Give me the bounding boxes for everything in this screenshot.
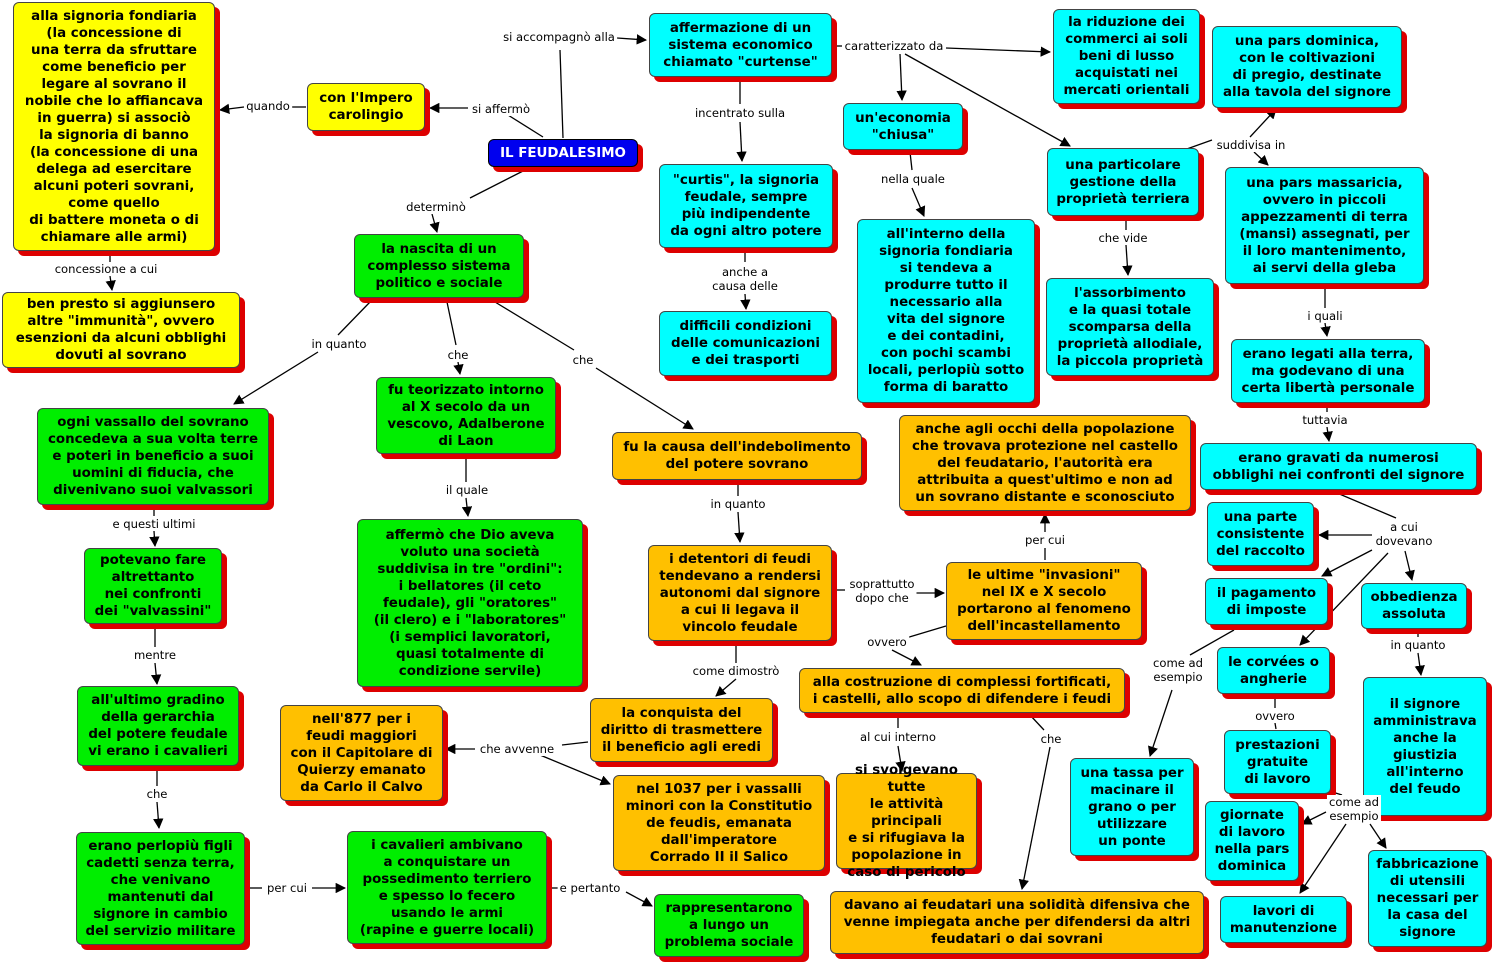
node-utensili: fabbricazione di utensili necessari per …: [1368, 850, 1487, 947]
link-label-caratterizzato: caratterizzato da: [842, 39, 946, 53]
link-label-che-cadetti: che: [144, 787, 170, 801]
node-popolazione: anche agli occhi della popolazione che t…: [899, 415, 1191, 511]
link-label-che-solidita: che: [1038, 732, 1064, 746]
node-imposte: il pagamento di imposte: [1205, 578, 1328, 625]
node-tassa: una tassa per macinare il grano o per ut…: [1070, 758, 1194, 856]
node-vassallo: ogni vassallo del sovrano concedeva a su…: [37, 408, 269, 505]
node-invasioni: le ultime "invasioni" nel IX e X secolo …: [946, 562, 1142, 640]
link-label-a-cui-dovevano: a cui dovevano: [1373, 520, 1435, 548]
link-label-anche-causa: anche a causa delle: [710, 265, 780, 293]
node-immunita: ben presto si aggiunsero altre "immunità…: [2, 292, 240, 368]
node-valvassini: potevano fare altrettanto nei confronti …: [84, 548, 222, 624]
link-label-che-vide: che vide: [1096, 231, 1150, 245]
node-indebolimento: fu la causa dell'indebolimento del poter…: [612, 432, 862, 480]
node-quierzy: nell'877 per i feudi maggiori con il Cap…: [280, 705, 443, 801]
link-label-come-dimostro: come dimostrò: [690, 664, 782, 678]
link-label-incentrato: incentrato sulla: [692, 106, 788, 120]
node-signoria-fondiaria: alla signoria fondiaria (la concessione …: [13, 2, 215, 251]
node-economia-chiusa: un'economia "chiusa": [843, 103, 963, 150]
link-label-concessione: concessione a cui: [52, 262, 160, 276]
node-raccolto: una parte consistente del raccolto: [1207, 502, 1314, 566]
link-label-ovvero-castelli: ovvero: [865, 635, 909, 649]
node-allodiale: l'assorbimento e la quasi totale scompar…: [1046, 278, 1214, 376]
link-label-il-quale: il quale: [443, 483, 491, 497]
link-label-quando: quando: [244, 99, 292, 113]
link-label-e-questi-ultimi: e questi ultimi: [110, 517, 198, 531]
link-label-per-cui-popolazione: per cui: [1023, 533, 1067, 547]
link-label-si-accompagno: si accompagnò alla: [501, 30, 617, 44]
node-constitutio: nel 1037 per i vassalli minori con la Co…: [613, 775, 825, 871]
node-adalberone: fu teorizzato intorno al X secolo da un …: [376, 377, 556, 454]
node-legati-terra: erano legati alla terra, ma godevano di …: [1231, 339, 1425, 403]
node-giornate: giornate di lavoro nella pars dominica: [1205, 801, 1299, 881]
node-solidita: davano ai feudatari una solidità difensi…: [830, 891, 1204, 954]
link-label-in-quanto-vassallo: in quanto: [309, 337, 369, 351]
node-attivita: si svolgevano tutte le attività principa…: [836, 763, 977, 880]
node-corvees: le corvées o angherie: [1217, 647, 1330, 694]
link-label-che-avvenne: che avvenne: [477, 742, 557, 756]
link-label-e-pertanto: e pertanto: [557, 881, 623, 895]
node-ambivano: i cavalieri ambivano a conquistare un po…: [347, 831, 547, 944]
node-comunicazioni: difficili condizioni delle comunicazioni…: [659, 311, 832, 376]
node-ordini: affermò che Dio aveva voluto una società…: [357, 519, 583, 687]
node-curtis: "curtis", la signoria feudale, sempre pi…: [659, 164, 833, 248]
node-pars-massaricia: una pars massaricia, ovvero in piccoli a…: [1225, 167, 1424, 284]
link-label-come-ad-esempio-tassa: come ad esempio: [1150, 656, 1206, 684]
node-manutenzione: lavori di manutenzione: [1220, 896, 1347, 943]
link-label-mentre: mentre: [132, 648, 178, 662]
link-label-in-quanto-detentori: in quanto: [708, 497, 768, 511]
node-diritto-eredi: la conquista del diritto di trasmettere …: [590, 698, 773, 762]
link-label-i-quali: i quali: [1305, 309, 1345, 323]
node-prestazioni: prestazioni gratuite di lavoro: [1224, 730, 1331, 794]
node-problema-sociale: rappresentarono a lungo un problema soci…: [654, 894, 804, 957]
node-sistema-politico: la nascita di un complesso sistema polit…: [354, 234, 524, 298]
node-castelli: alla costruzione di complessi fortificat…: [799, 668, 1125, 713]
link-label-che-indebolimento: che: [570, 353, 596, 367]
link-label-soprattutto: soprattutto dopo che: [847, 577, 917, 605]
node-feudalesimo: IL FEUDALESIMO: [488, 139, 638, 167]
node-commerci: la riduzione dei commerci ai soli beni d…: [1053, 9, 1200, 104]
node-curtense: affermazione di un sistema economico chi…: [649, 13, 832, 77]
link-label-come-ad-esempio-lavori: come ad esempio: [1326, 795, 1382, 823]
link-label-che-adalberone: che: [445, 348, 471, 362]
link-label-suddivisa: suddivisa in: [1214, 138, 1288, 152]
node-pars-dominica: una pars dominica, con le coltivazioni d…: [1212, 26, 1402, 108]
node-autosufficienza: all'interno della signoria fondiaria si …: [857, 219, 1035, 403]
node-obblighi: erano gravati da numerosi obblighi nei c…: [1200, 443, 1477, 490]
node-cavalieri: all'ultimo gradino della gerarchia del p…: [77, 686, 239, 766]
link-label-in-quanto-giustizia: in quanto: [1388, 638, 1448, 652]
link-label-determino: determinò: [404, 200, 468, 214]
link-label-per-cui: per cui: [265, 881, 309, 895]
link-label-ovvero-corvees: ovvero: [1253, 709, 1297, 723]
node-gestione: una particolare gestione della proprietà…: [1047, 148, 1199, 216]
link-label-si-affermo: si affermò: [469, 102, 533, 116]
link-label-tuttavia: tuttavia: [1300, 413, 1350, 427]
node-giustizia: il signore amministrava anche la giustiz…: [1363, 677, 1487, 816]
link-label-nella-quale: nella quale: [879, 172, 947, 186]
node-figli-cadetti: erano perlopiù figli cadetti senza terra…: [76, 832, 245, 945]
node-impero-carolingio: con l'Impero carolingio: [307, 83, 425, 131]
node-detentori: i detentori di feudi tendevano a renders…: [648, 545, 832, 641]
link-label-al-cui-interno: al cui interno: [858, 730, 938, 744]
node-obbedienza: obbedienza assoluta: [1361, 583, 1467, 629]
